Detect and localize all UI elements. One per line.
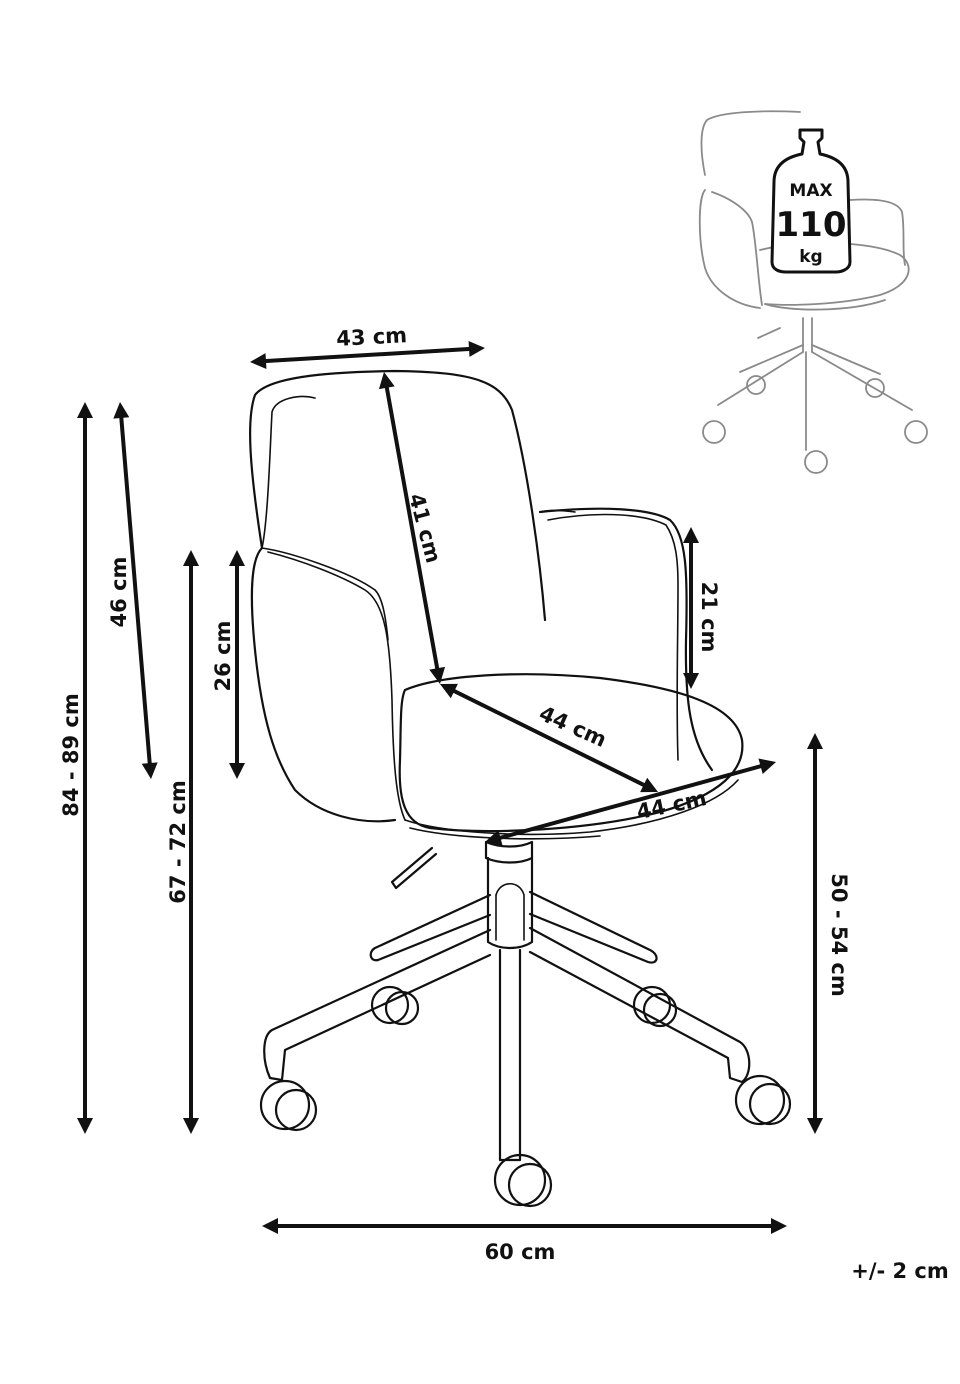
seat-height-label: 50 - 54 cm: [827, 873, 851, 996]
total-height-arrow: [77, 402, 93, 1134]
seat-depth-arrow: [440, 683, 658, 793]
caster-wheels: [259, 985, 792, 1208]
arm-total-height-label: 67 - 72 cm: [166, 780, 190, 903]
max-load-thumbnail: MAX 110 kg: [698, 110, 928, 474]
total-height-label: 84 - 89 cm: [59, 693, 83, 816]
seat-depth-label: 44 cm: [536, 701, 611, 752]
backrest-width-arrow: [250, 340, 485, 370]
chair-illustration: [249, 369, 792, 1208]
seat-width-arrow: [485, 758, 776, 846]
base-width-arrow: [262, 1218, 787, 1234]
base-width-label: 60 cm: [485, 1240, 556, 1264]
max-label: MAX: [789, 181, 832, 201]
armrest-height-arrow: [683, 527, 699, 689]
armrest-height-label: 21 cm: [697, 582, 721, 653]
backrest-height-arrow: [378, 372, 446, 684]
arm-height-arrow: [229, 550, 245, 779]
seat-height-arrow: [807, 733, 823, 1134]
weight-bottle-icon: [770, 128, 852, 274]
arm-total-height-arrow: [183, 550, 199, 1134]
backrest-width-label: 43 cm: [336, 323, 408, 351]
dimension-labels: 43 cm 41 cm 21 cm 44 cm 44 cm 46 cm 26 c…: [59, 323, 949, 1283]
back-height-arrow: [113, 402, 158, 779]
back-height-label: 46 cm: [107, 557, 131, 628]
dimension-arrows: [77, 340, 823, 1234]
tolerance-note: +/- 2 cm: [851, 1259, 949, 1283]
max-load-value: 110: [776, 205, 847, 245]
arm-height-label: 26 cm: [211, 621, 235, 692]
max-load-unit: kg: [799, 247, 822, 267]
